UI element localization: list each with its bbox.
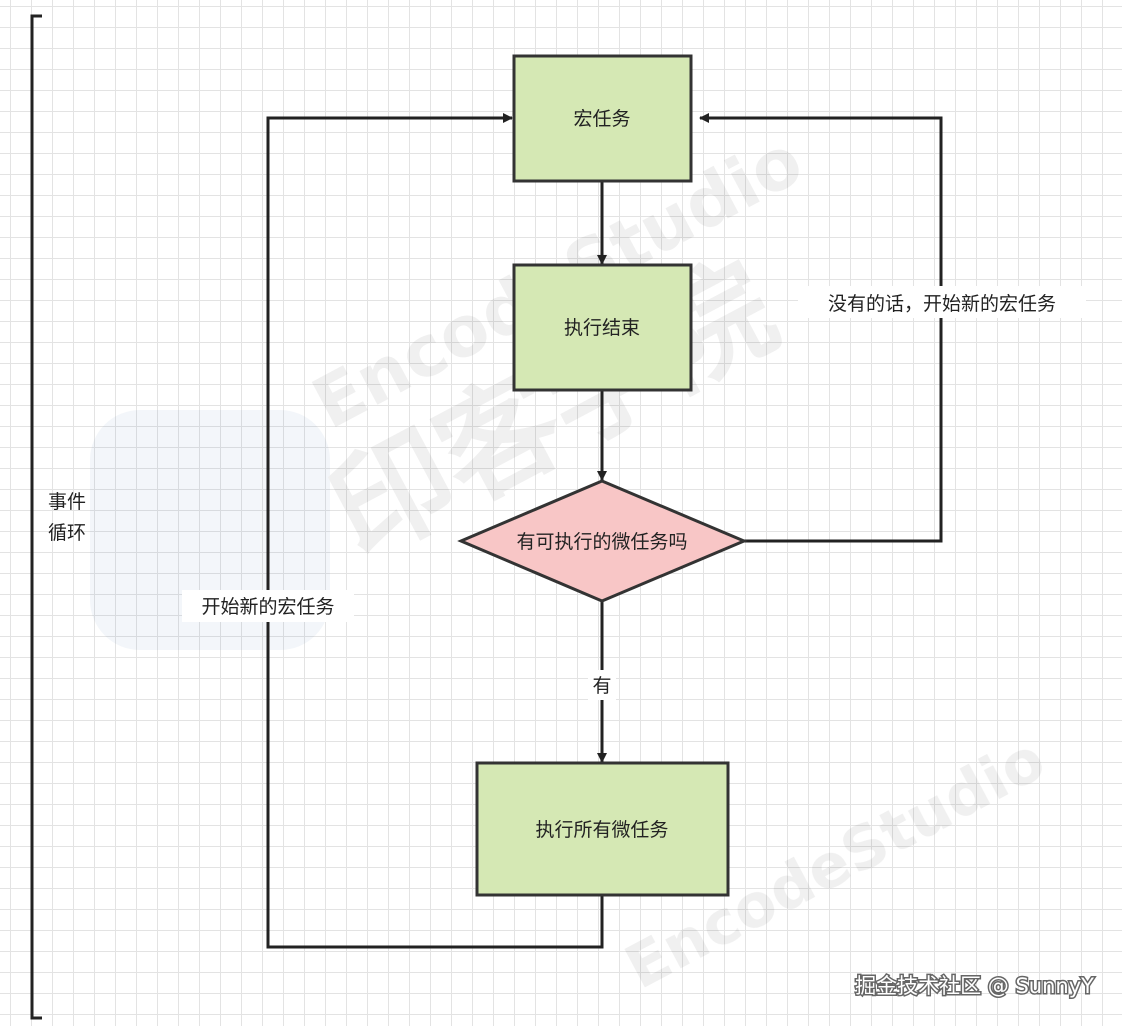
yes-branch-label-bg [588, 670, 616, 700]
node-exec-all-micro-box [475, 761, 730, 897]
edge-no-branch [699, 113, 943, 543]
edge-loop-back [266, 113, 604, 949]
yes-branch-label: 有 [592, 675, 611, 697]
bracket-label-line2: 循环 [48, 522, 86, 544]
node-macro-task: 宏任务 [512, 54, 693, 183]
source-credit: 掘金技术社区 @ SunnyY [855, 974, 1094, 998]
loop-back-label-bg [182, 590, 354, 622]
node-exec-end-label: 执行结束 [564, 317, 640, 339]
bracket-label-line1: 事件 [48, 491, 86, 513]
node-decision-label: 有可执行的微任务吗 [516, 531, 687, 553]
node-exec-all-micro-label: 执行所有微任务 [535, 819, 668, 841]
no-branch-label-bg [798, 286, 1086, 318]
node-exec-all-micro: 执行所有微任务 [475, 761, 730, 897]
node-macro-task-box [512, 54, 693, 183]
loop-back-label: 开始新的宏任务 [201, 596, 334, 618]
node-macro-task-label: 宏任务 [573, 108, 630, 130]
node-decision-shape [457, 479, 748, 603]
no-branch-label: 没有的话，开始新的宏任务 [828, 293, 1056, 315]
node-exec-end: 执行结束 [512, 263, 693, 392]
node-decision: 有可执行的微任务吗 [457, 479, 748, 603]
node-exec-end-box [512, 263, 693, 392]
event-loop-bracket [30, 14, 42, 1020]
